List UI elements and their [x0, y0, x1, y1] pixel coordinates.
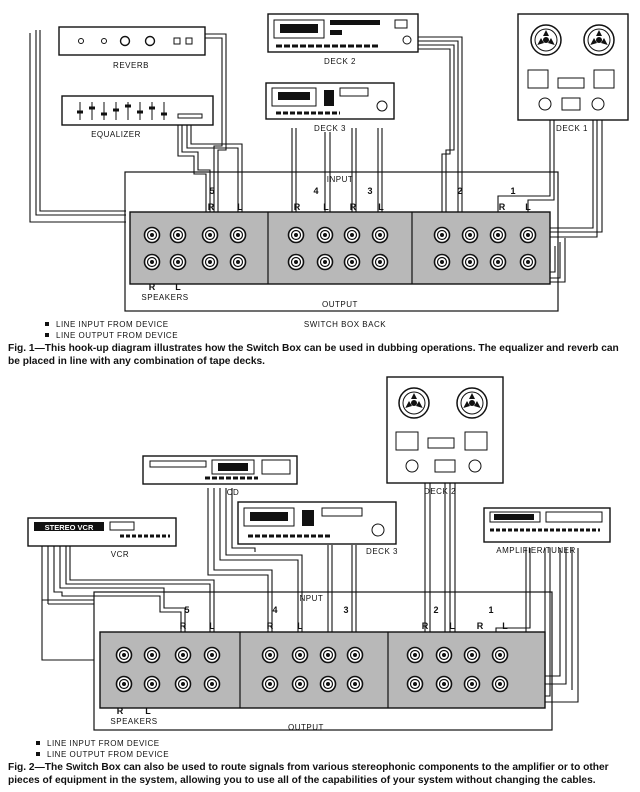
fig2-deck3-unit: DECK 3 [237, 501, 398, 556]
fig1-ch2: 2 [457, 186, 462, 196]
fig1-caption: Fig. 1—This hook-up diagram illustrates … [8, 343, 619, 367]
fig2-legend-output: LINE OUTPUT FROM DEVICE [47, 750, 169, 759]
fig2-ch5: 5 [184, 605, 189, 615]
fig1-cables [29, 30, 603, 283]
fig1-switchbox-panel [129, 211, 551, 285]
fig2-switchbox-panel [99, 631, 546, 709]
fig2-caption: Fig. 2—The Switch Box can also be used t… [8, 762, 609, 786]
deck3-unit: DECK 3 [265, 82, 395, 133]
fig1-speaker-l: L [175, 282, 181, 292]
amplifier-unit: AMPLIFIER/TUNER [483, 507, 611, 555]
fig2-ch2: 2 [433, 605, 438, 615]
fig2-legend-input: LINE INPUT FROM DEVICE [47, 739, 160, 748]
fig1-switchbox-frame [124, 171, 559, 312]
fig1-speaker-r: R [149, 282, 156, 292]
fig2-r2: R [422, 621, 429, 631]
cd-label: CD [227, 488, 240, 497]
vcr-label: VCR [111, 550, 129, 559]
fig2-output-label: OUTPUT [288, 723, 324, 732]
deck2-label: DECK 2 [324, 57, 356, 66]
fig1-l3: L [378, 202, 384, 212]
fig1-channel-labels: 5 4 3 2 1 R L R L R L R L [208, 186, 532, 212]
fig2-r4: R [267, 621, 274, 631]
reverb-unit: REVERB [58, 26, 206, 70]
deck1-unit: DECK 1 [517, 13, 629, 133]
fig1-r4: R [294, 202, 301, 212]
fig1-l1: L [525, 202, 531, 212]
vcr-unit: STEREO VCR VCR [27, 517, 177, 559]
fig2-l2: L [449, 621, 455, 631]
fig2-ch1: 1 [488, 605, 493, 615]
fig1-input-label: INPUT [327, 175, 354, 184]
fig1-l4: L [323, 202, 329, 212]
fig1-ch5: 5 [209, 186, 214, 196]
fig2-ch4: 4 [272, 605, 277, 615]
fig1-l5: L [237, 202, 243, 212]
fig2-deck2-label: DECK 2 [424, 487, 456, 496]
fig1-output-label: OUTPUT [322, 300, 358, 309]
fig2-input-label: INPUT [297, 594, 324, 603]
figure-1: REVERB DECK 2 DECK 3 [29, 13, 629, 340]
fig2-speaker-r: R [117, 706, 124, 716]
fig2-r1: R [477, 621, 484, 631]
stereo-vcr-panel-text: STEREO VCR [45, 523, 94, 532]
reverb-label: REVERB [113, 61, 149, 70]
fig1-switch-box-back: SWITCH BOX BACK [304, 320, 386, 329]
fig2-r5: R [180, 621, 187, 631]
amplifier-label: AMPLIFIER/TUNER [496, 546, 576, 555]
fig1-legend-output: LINE OUTPUT FROM DEVICE [56, 331, 178, 340]
fig2-l4: L [297, 621, 303, 631]
fig2-deck2-unit: DECK 2 [386, 376, 504, 496]
fig1-r5: R [208, 202, 215, 212]
deck1-label: DECK 1 [556, 124, 588, 133]
fig2-l5: L [209, 621, 215, 631]
fig1-speakers-label: SPEAKERS [141, 293, 188, 302]
fig1-ch1: 1 [510, 186, 515, 196]
fig2-ch3: 3 [343, 605, 348, 615]
fig2-channel-labels: 5 4 3 2 1 R L R L R L R L [180, 605, 509, 631]
deck3-label: DECK 3 [314, 124, 346, 133]
deck2-unit: DECK 2 [267, 13, 419, 66]
fig2-speaker-l: L [145, 706, 151, 716]
figure-2: CD DECK 2 STEREO VCR VCR [27, 376, 611, 759]
fig1-ch3: 3 [367, 186, 372, 196]
fig1-r3: R [350, 202, 357, 212]
fig1-legend-input: LINE INPUT FROM DEVICE [56, 320, 169, 329]
equalizer-unit: EQUALIZER [61, 95, 214, 139]
cd-unit: CD [142, 455, 298, 497]
fig2-l1: L [502, 621, 508, 631]
fig1-ch4: 4 [313, 186, 318, 196]
fig2-deck3-label: DECK 3 [366, 547, 398, 556]
equalizer-label: EQUALIZER [91, 130, 141, 139]
fig1-r1: R [499, 202, 506, 212]
fig2-switchbox-frame [93, 591, 553, 731]
fig2-speakers-label: SPEAKERS [110, 717, 157, 726]
